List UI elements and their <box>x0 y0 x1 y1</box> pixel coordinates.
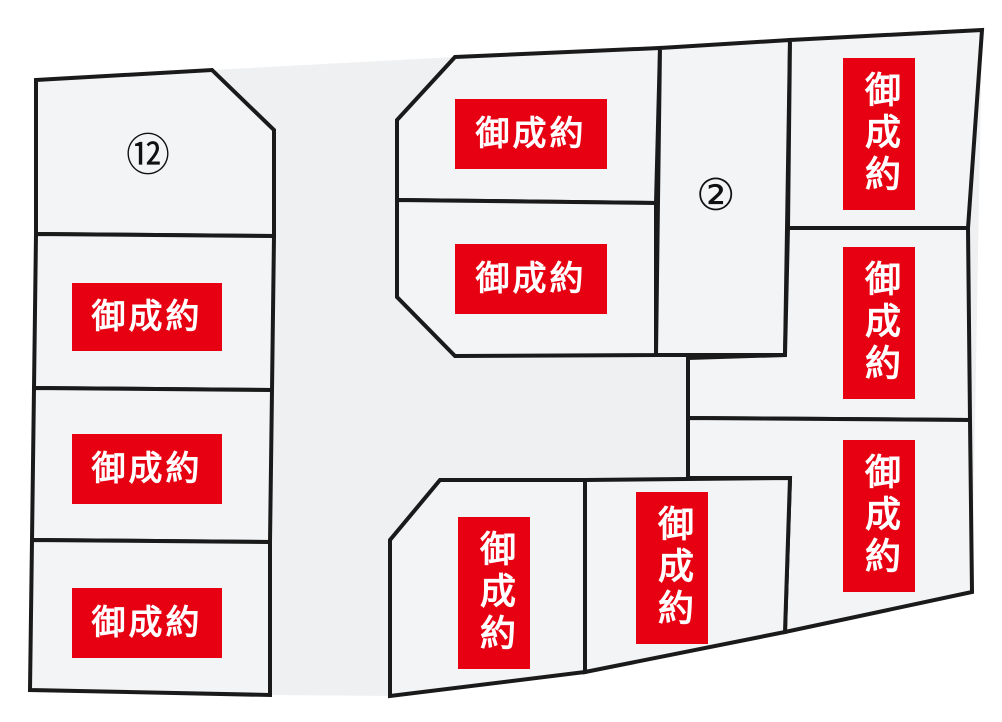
sold-badge: 御成約 <box>843 58 915 210</box>
lot-12-number: ⑫ <box>126 130 170 181</box>
sold-badge: 御成約 <box>72 434 222 504</box>
sold-badge: 御成約 <box>72 588 222 658</box>
sold-badge: 御成約 <box>843 247 915 399</box>
lot-12-parcel[interactable] <box>34 67 276 239</box>
sold-badge: 御成約 <box>72 283 222 351</box>
sold-badge: 御成約 <box>455 99 607 169</box>
sold-badge: 御成約 <box>636 492 708 644</box>
lot-2-number: ② <box>696 170 736 221</box>
sold-badge: 御成約 <box>843 440 915 592</box>
sold-badge: 御成約 <box>455 244 607 314</box>
sold-badge: 御成約 <box>458 517 530 669</box>
